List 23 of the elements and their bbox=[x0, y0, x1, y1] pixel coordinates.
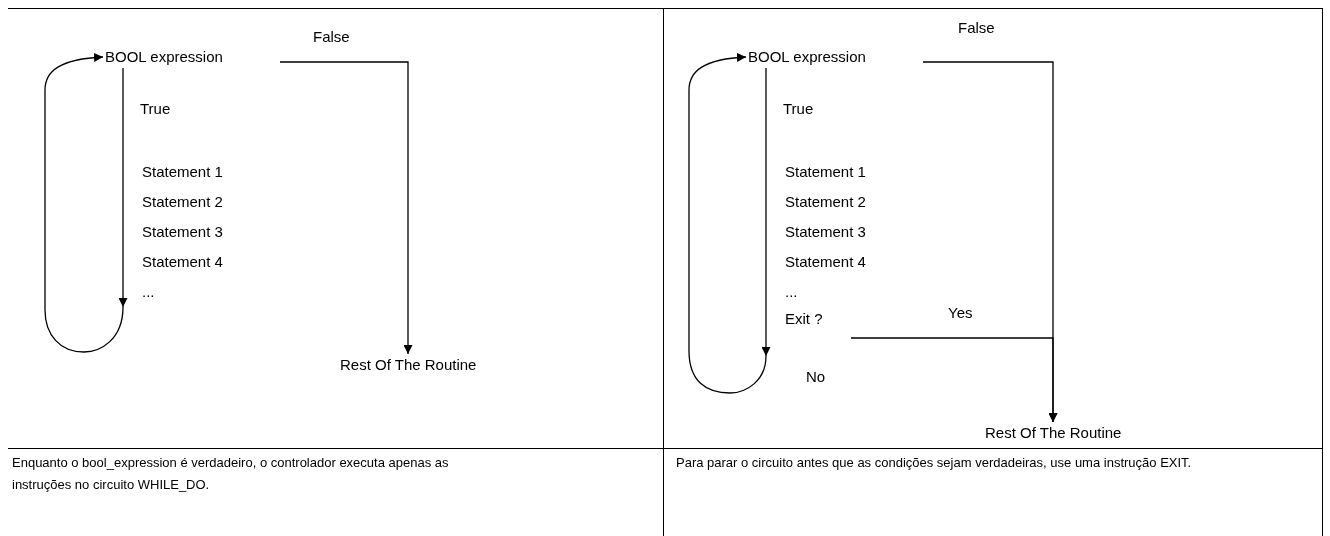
node-text: Statement 1 bbox=[142, 162, 223, 182]
node-text: ... bbox=[785, 282, 798, 302]
node-text: BOOL expression bbox=[105, 47, 223, 67]
node-text: Statement 4 bbox=[142, 252, 223, 272]
node-text: BOOL expression bbox=[748, 47, 866, 67]
arrow bbox=[850, 337, 1058, 423]
node-text: Exit ? bbox=[785, 309, 823, 329]
node-text: Statement 1 bbox=[785, 162, 866, 182]
description-text: Para parar o circuito antes que as condições sejam verdadeiras, use uma instrução EXIT. bbox=[676, 454, 1193, 472]
node-text: Rest Of The Routine bbox=[340, 355, 477, 375]
node-text: Statement 4 bbox=[785, 252, 866, 272]
description-text: Enquanto o bool_expression é verdadeiro, o controlador executa apenas as instruções no circuito WHILE_DO. bbox=[12, 454, 450, 494]
node-text: Statement 3 bbox=[785, 222, 866, 242]
arrow bbox=[118, 67, 128, 308]
node-text: Statement 2 bbox=[142, 192, 223, 212]
arrow bbox=[44, 53, 124, 353]
node-text: ... bbox=[142, 282, 155, 302]
node-text: Statement 3 bbox=[142, 222, 223, 242]
node-text: Rest Of The Routine bbox=[985, 423, 1122, 443]
arrow bbox=[279, 61, 413, 355]
arrow bbox=[761, 67, 771, 357]
node-text: Statement 2 bbox=[785, 192, 866, 212]
arrow bbox=[688, 53, 767, 394]
